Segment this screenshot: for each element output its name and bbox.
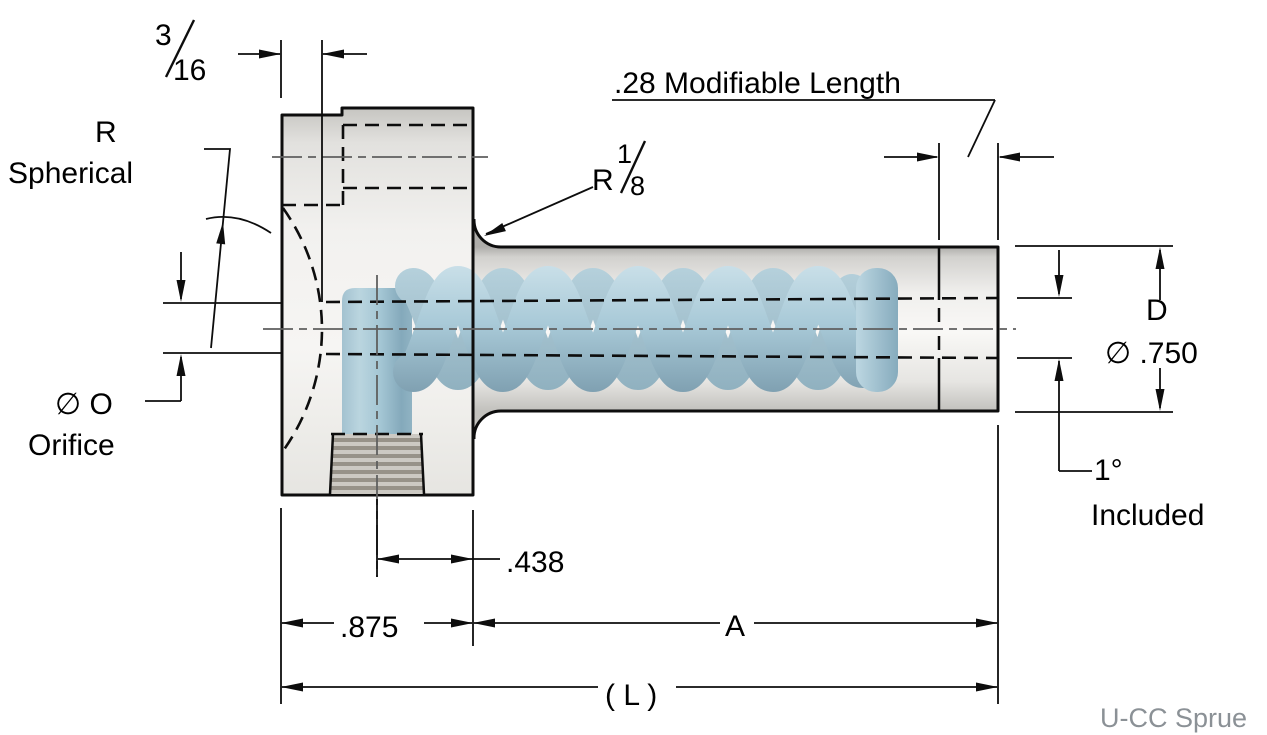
spherical-radius-label-r: R xyxy=(95,116,117,149)
orifice-word: Orifice xyxy=(28,429,115,462)
dim-l: ( L ) xyxy=(605,679,657,712)
orifice-symbol: ∅ O xyxy=(55,388,113,421)
head-depth-numerator: 3 xyxy=(155,19,172,52)
head-depth-denominator: 16 xyxy=(173,54,206,87)
dim-a: A xyxy=(725,610,745,643)
spiral-end-cap xyxy=(856,268,898,392)
dim-875: .875 xyxy=(340,611,398,644)
shank-dia-value: ∅ .750 xyxy=(1105,337,1198,370)
fillet-radius-r: R xyxy=(592,164,614,197)
taper-word: Included xyxy=(1091,499,1204,532)
shank-dia-letter: D xyxy=(1146,294,1168,327)
fillet-radius-numerator: 1 xyxy=(617,139,632,169)
taper-angle: 1° xyxy=(1094,454,1123,487)
modifiable-length-label: .28 Modifiable Length xyxy=(614,67,901,100)
watermark: U-CC Sprue xyxy=(1100,703,1247,733)
spiral-front-strand xyxy=(393,265,883,393)
spherical-radius-label-word: Spherical xyxy=(8,157,133,190)
fillet-radius-denominator: 8 xyxy=(630,171,645,201)
dim-438: .438 xyxy=(506,546,564,579)
